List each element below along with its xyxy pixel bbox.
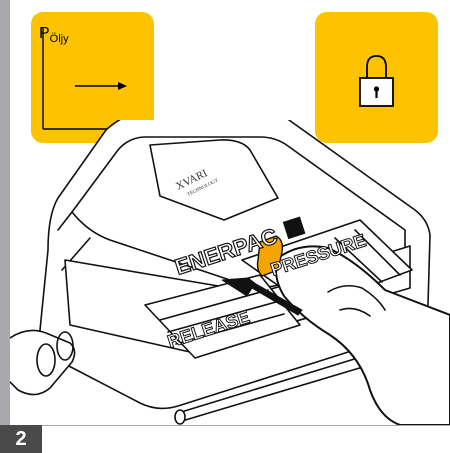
bottom-frame-line	[0, 425, 450, 426]
pressure-graph	[40, 26, 145, 131]
arrow-right-icon	[75, 82, 127, 90]
hose-fitting	[10, 330, 75, 394]
left-frame-bar	[0, 0, 10, 453]
device-illustration: ENERPAC RELEASE PRESSURE XVARI TECHNOLOG…	[10, 120, 450, 425]
step-number-badge: 2	[0, 425, 42, 453]
